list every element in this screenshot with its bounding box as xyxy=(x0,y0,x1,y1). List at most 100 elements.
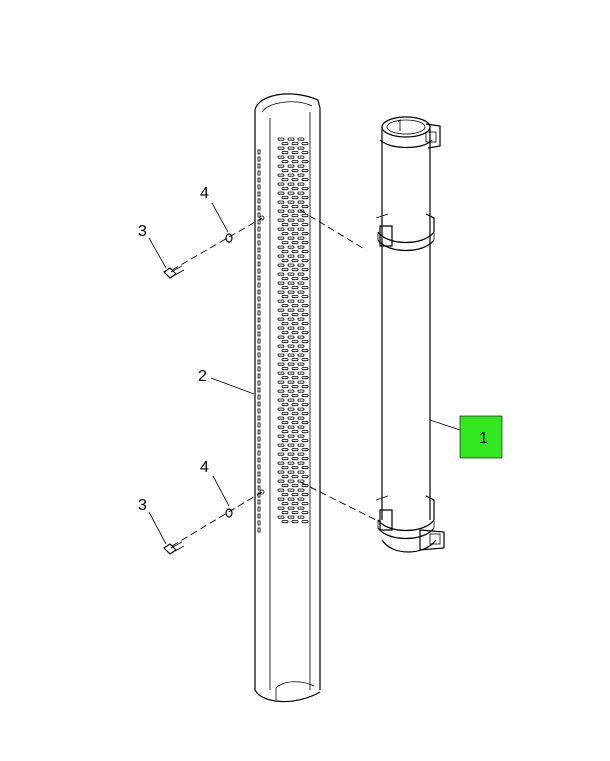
perforation-slot xyxy=(297,326,305,330)
edge-slot xyxy=(257,226,261,232)
callout-part1[interactable]: 1 xyxy=(479,430,488,447)
perforation-slot xyxy=(291,250,299,254)
perforation-slot xyxy=(281,493,289,497)
edge-slot xyxy=(257,170,261,176)
perforation-slot xyxy=(281,421,289,425)
perforation-slot xyxy=(281,241,289,245)
perforation-slot xyxy=(297,146,305,150)
perforation-slot xyxy=(301,412,309,416)
perforation-slot xyxy=(301,187,309,191)
perforation-slot xyxy=(281,169,289,173)
edge-slot xyxy=(257,317,261,323)
perforation-slot xyxy=(291,196,299,200)
perforation-slot xyxy=(297,290,305,294)
perforation-slot xyxy=(277,182,285,186)
callout-part2[interactable]: 2 xyxy=(198,368,207,385)
edge-slot xyxy=(257,212,261,218)
edge-slot xyxy=(257,303,261,309)
callout-part1-highlight[interactable]: 1 xyxy=(459,415,503,459)
perforation-slot xyxy=(281,250,289,254)
callout-part3-upper[interactable]: 3 xyxy=(138,223,147,240)
edge-slot xyxy=(257,450,261,456)
perforation-slot xyxy=(287,344,295,348)
perforation-slot xyxy=(287,263,295,267)
perforation-slot xyxy=(297,389,305,393)
edge-slot xyxy=(257,184,261,190)
perforation-slot xyxy=(281,214,289,218)
perforation-slot xyxy=(287,443,295,447)
perforation-slot xyxy=(287,227,295,231)
perforation-slot xyxy=(301,268,309,272)
edge-slot xyxy=(257,352,261,358)
perforation-slot xyxy=(281,277,289,281)
perforation-slot xyxy=(277,326,285,330)
perforation-slot xyxy=(281,223,289,227)
perforation-slot xyxy=(281,412,289,416)
perforation-slot xyxy=(297,515,305,519)
perforation-slot xyxy=(301,502,309,506)
perforation-slot xyxy=(301,448,309,452)
perforation-slot xyxy=(281,313,289,317)
edge-slot xyxy=(257,464,261,470)
edge-slot xyxy=(257,198,261,204)
perforation-slot xyxy=(277,515,285,519)
perforation-slot xyxy=(301,439,309,443)
perforation-slot xyxy=(301,367,309,371)
perforation-slot xyxy=(291,277,299,281)
perforation-slot xyxy=(301,223,309,227)
perforation-slot xyxy=(291,502,299,506)
perforation-slot xyxy=(277,146,285,150)
perforation-slot xyxy=(297,407,305,411)
leader-lines xyxy=(148,202,461,545)
perforation-slot xyxy=(287,353,295,357)
callout-part3-lower[interactable]: 3 xyxy=(138,497,147,514)
perforation-slot xyxy=(281,205,289,209)
mount-hole-upper xyxy=(259,215,265,221)
perforation-slot xyxy=(297,425,305,429)
perforation-slot xyxy=(297,164,305,168)
perforation-slot xyxy=(287,470,295,474)
edge-slot xyxy=(257,324,261,330)
perforation-slot xyxy=(297,416,305,420)
perforation-slot xyxy=(291,268,299,272)
perforation-slot xyxy=(301,511,309,515)
edge-slot xyxy=(257,275,261,281)
perforation-slot xyxy=(287,326,295,330)
perforation-slots xyxy=(277,137,309,524)
perforation-slot xyxy=(281,385,289,389)
perforation-slot xyxy=(301,520,309,524)
perforation-slot xyxy=(277,425,285,429)
edge-slot xyxy=(257,443,261,449)
perforation-slot xyxy=(291,322,299,326)
perforation-slot xyxy=(277,281,285,285)
exhaust-pipe xyxy=(375,116,445,553)
perforation-slot xyxy=(301,232,309,236)
callout-part4-upper[interactable]: 4 xyxy=(200,185,209,202)
perforation-slot xyxy=(291,304,299,308)
callout-part4-lower[interactable]: 4 xyxy=(200,459,209,476)
perforation-slot xyxy=(287,479,295,483)
perforation-slot xyxy=(291,178,299,182)
edge-slot xyxy=(257,289,261,295)
perforation-slot xyxy=(287,173,295,177)
perforation-slot xyxy=(297,497,305,501)
edge-slot xyxy=(257,282,261,288)
perforation-slot xyxy=(287,515,295,519)
perforation-slot xyxy=(287,317,295,321)
perforation-slot xyxy=(281,151,289,155)
perforation-slot xyxy=(281,430,289,434)
perforation-slot xyxy=(301,421,309,425)
perforation-slot xyxy=(301,196,309,200)
perforation-slot xyxy=(287,461,295,465)
perforation-slot xyxy=(291,376,299,380)
perforation-slot xyxy=(301,259,309,263)
perforation-slot xyxy=(287,164,295,168)
perforation-slot xyxy=(291,295,299,299)
perforation-slot xyxy=(287,425,295,429)
perforation-slot xyxy=(277,488,285,492)
perforation-slot xyxy=(277,191,285,195)
perforation-slot xyxy=(281,511,289,515)
perforation-slot xyxy=(291,484,299,488)
perforation-slot xyxy=(301,331,309,335)
perforation-slot xyxy=(291,394,299,398)
